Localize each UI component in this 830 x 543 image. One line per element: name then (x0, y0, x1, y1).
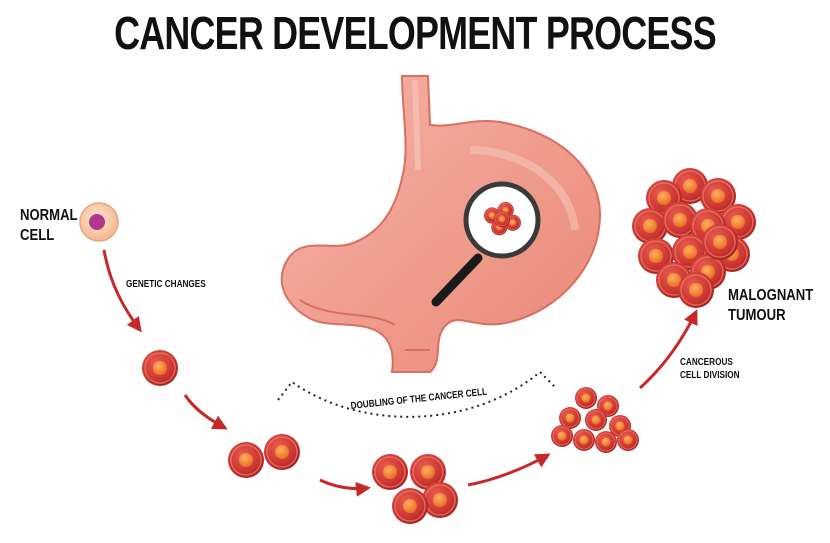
page-title: CANCER DEVELOPMENT PROCESS (114, 7, 717, 59)
normal-cell-label: NORMAL CELL (20, 206, 78, 246)
stomach-illustration (280, 75, 602, 373)
cancerous-division-line1: CANCEROUS (680, 357, 733, 368)
process-arrows (102, 249, 698, 497)
doubling-arc (277, 370, 557, 418)
cancer-cells-cluster (550, 386, 640, 454)
malignant-tumour-line2: TUMOUR (728, 307, 786, 324)
malignant-tumour-line1: MALOGNANT (728, 287, 814, 304)
malignant-tumour-label: MALOGNANT TUMOUR (728, 286, 813, 326)
normal-cell-label-line1: NORMAL (20, 207, 78, 224)
cancer-cell-single (141, 349, 179, 387)
magnifier-icon (431, 181, 541, 307)
cancer-cells-two (227, 433, 301, 479)
cancer-cells-four (371, 453, 459, 525)
cancerous-division-label: CANCEROUS CELL DIVISION (680, 356, 740, 382)
normal-cell-label-line2: CELL (20, 227, 55, 244)
normal-cell-icon (79, 202, 119, 242)
cancerous-division-line2: CELL DIVISION (680, 370, 740, 381)
genetic-changes-label: GENETIC CHANGES (126, 279, 206, 290)
